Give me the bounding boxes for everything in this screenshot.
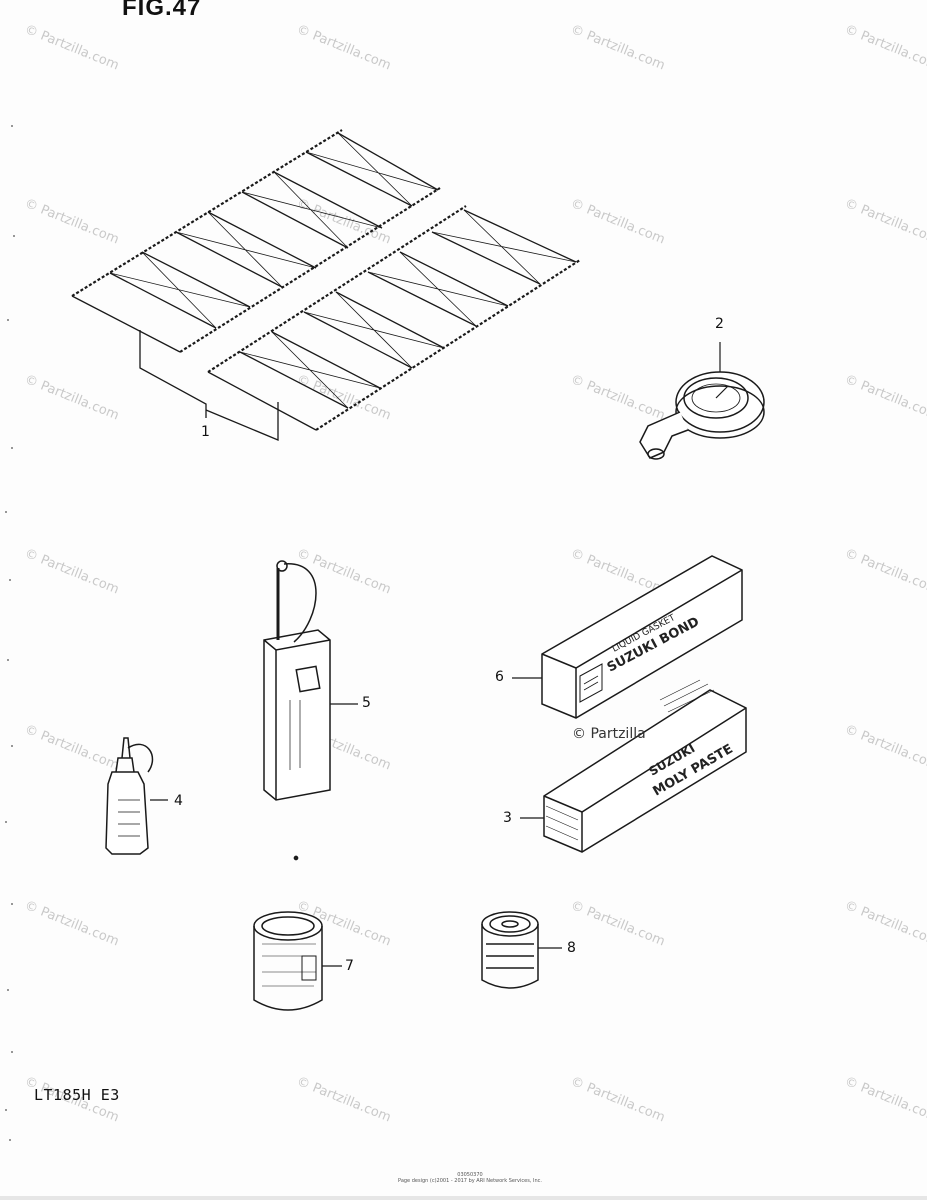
pressure-gauge-icon <box>639 342 765 460</box>
bottom-bar <box>0 1196 927 1200</box>
tire-chain-icon <box>71 129 581 441</box>
callout-5: 5 <box>362 695 371 711</box>
footer-credit: Page design (c)2001 - 2017 by ARI Networ… <box>398 1178 542 1184</box>
bond-box-icon <box>512 555 743 719</box>
callout-7: 7 <box>345 958 354 974</box>
scan-marks <box>5 125 15 1141</box>
footer-code: 03050370 <box>457 1172 483 1178</box>
oil-can-icon <box>263 560 358 861</box>
model-code: LT185H E3 <box>34 1086 120 1104</box>
callout-3: 3 <box>503 810 512 826</box>
callout-8: 8 <box>567 940 576 956</box>
paint-can-icon <box>253 911 342 1011</box>
grease-can-icon <box>481 911 562 989</box>
page-footer: 03050370 Page design (c)2001 - 2017 by A… <box>390 1172 550 1184</box>
moly-paste-box-icon <box>520 679 747 853</box>
callout-1: 1 <box>201 424 210 440</box>
partzilla-inline-watermark: © Partzilla <box>572 726 646 742</box>
figure-title: FIG.47 <box>122 0 202 21</box>
oiler-bottle-icon <box>105 737 168 855</box>
callout-4: 4 <box>174 793 183 809</box>
callout-2: 2 <box>715 316 724 332</box>
callout-6: 6 <box>495 669 504 685</box>
